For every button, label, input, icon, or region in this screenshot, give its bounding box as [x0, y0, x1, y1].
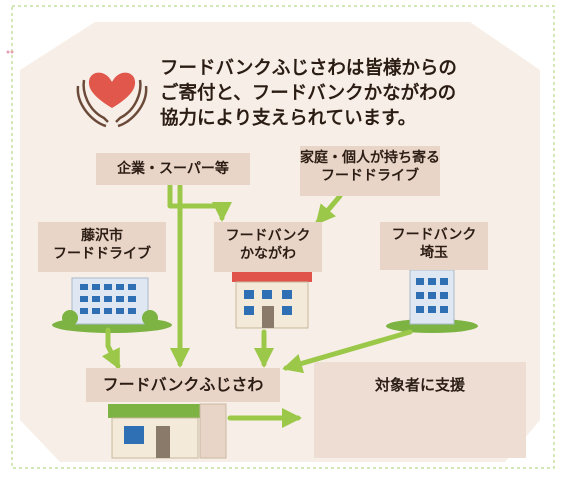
companies-box: 企業・スーパー等 — [96, 153, 250, 185]
fb-saitama-box: フードバンク 埼玉 — [380, 222, 488, 270]
support-label: 対象者に支援 — [374, 376, 465, 394]
arrow-home-to-kanagawa — [315, 193, 343, 226]
header-line: 協力により支えられています。 — [160, 108, 417, 129]
fujisawa-city-drive-label: フードドライブ — [53, 245, 151, 262]
arrow-city-to-fujisawa — [101, 327, 121, 370]
fb-kanagawa-box: フードバンク かながわ — [214, 222, 322, 272]
home-drive-label: フードドライブ — [321, 167, 419, 184]
fb-fujisawa-shop — [108, 403, 227, 459]
heart-hands-icon — [76, 72, 148, 128]
fujisawa-city-building — [52, 277, 172, 333]
fb-kanagawa-label: フードバンク — [225, 228, 311, 244]
fb-kanagawa-label: かながわ — [240, 245, 296, 262]
fb-saitama-building — [386, 269, 478, 333]
companies-label: 企業・スーパー等 — [117, 161, 229, 177]
arrow-companies-to-kanagawa — [167, 183, 232, 222]
fujisawa-city-drive-box: 藤沢市 フードドライブ — [38, 222, 166, 272]
header-line: フードバンクふじさわは皆様からの — [160, 58, 457, 79]
fb-fujisawa-box: フードバンクふじさわ — [86, 368, 280, 402]
fb-kanagawa-building — [232, 270, 312, 329]
dotted-border — [11, 5, 555, 469]
header-message: フードバンクふじさわは皆様からの ご寄付と、フードバンクかながわの 協力により支… — [160, 56, 538, 131]
fb-fujisawa-label: フードバンクふじさわ — [102, 375, 264, 394]
support-box: 対象者に支援 — [314, 362, 526, 458]
fb-saitama-label: 埼玉 — [420, 244, 448, 261]
home-drive-box: 家庭・個人が持ち寄る フードドライブ — [300, 146, 440, 196]
fb-saitama-label: フードバンク — [391, 227, 477, 243]
header-line: ご寄付と、フードバンクかながわの — [160, 83, 457, 104]
home-drive-label: 家庭・個人が持ち寄る — [300, 150, 440, 166]
arrow-saitama-to-fujisawa — [282, 329, 413, 374]
fujisawa-city-drive-label: 藤沢市 — [81, 228, 123, 244]
